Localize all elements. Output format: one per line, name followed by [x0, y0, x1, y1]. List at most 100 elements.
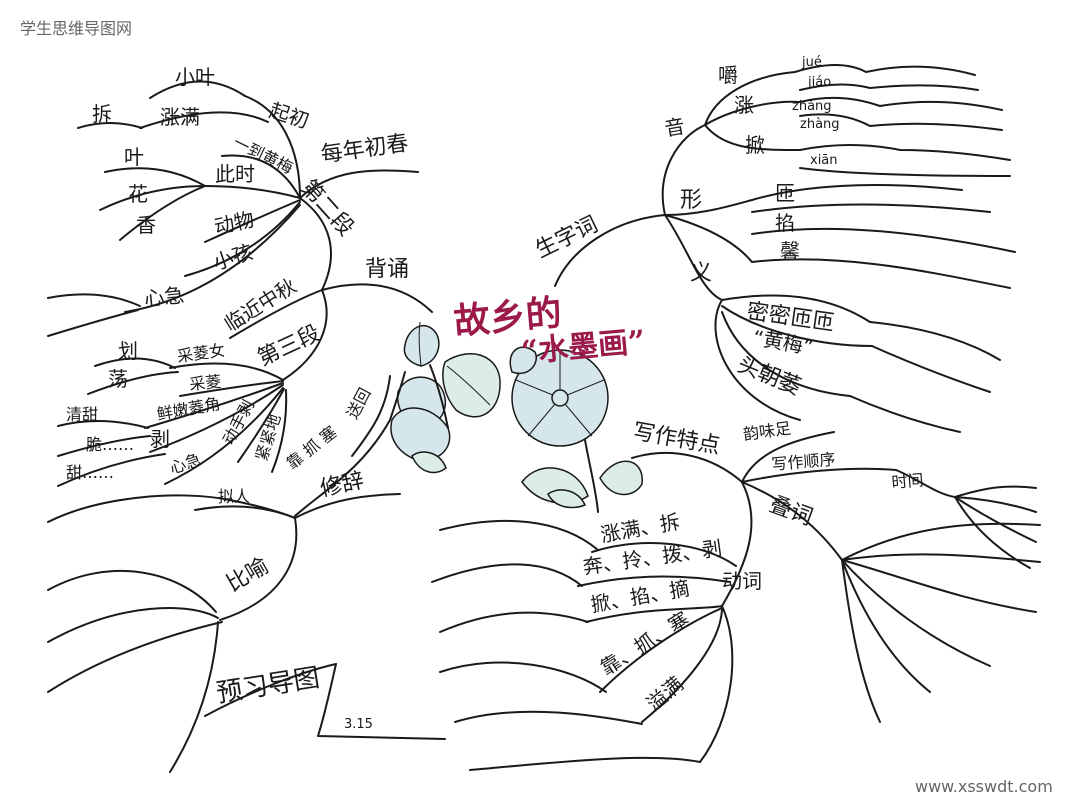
branch-line: [631, 452, 743, 483]
branch-line: [741, 481, 843, 561]
branch-line: [954, 496, 1037, 513]
node-char-xian: 掀: [745, 133, 765, 157]
left-branch-lines: [47, 80, 446, 773]
center-flower-drawing: [509, 346, 643, 513]
leaf: [547, 489, 587, 509]
branch-line: [57, 453, 166, 487]
node-form: 形: [680, 188, 702, 213]
branch-line: [439, 611, 589, 633]
node-order-time: 时间: [891, 470, 925, 492]
branch-line: [179, 380, 284, 397]
node-send-back: 送回: [343, 385, 375, 422]
branch-line: [119, 185, 206, 241]
node-lean-grab-stuff: 靠 抓 塞: [283, 422, 341, 473]
node-at-this-time: 此时: [215, 162, 255, 186]
branch-line: [799, 96, 1003, 111]
node-char-xin: 馨: [780, 239, 800, 263]
branch-line: [704, 71, 796, 126]
branch-line: [585, 605, 723, 623]
branch-line: [954, 485, 1037, 498]
branch-line: [221, 154, 301, 199]
branch-line: [229, 289, 323, 339]
node-verbs: 动词: [722, 569, 762, 593]
node-leaf: 叶: [124, 145, 144, 169]
footer-date: 3.15: [344, 717, 373, 732]
leaf-vein: [446, 365, 491, 406]
flower-stem: [429, 364, 449, 429]
branch-line: [954, 496, 1037, 543]
branch-line: [454, 710, 643, 725]
map-title-line1: 故乡的: [452, 292, 563, 343]
node-metaphor: 比喻: [223, 554, 274, 598]
node-fresh-caltrops: 鲜嫩菱角: [155, 394, 221, 424]
branch-line: [751, 203, 991, 213]
node-char-jue: 嚼: [718, 63, 738, 87]
left-flower-drawing: [390, 321, 501, 474]
branch-line: [57, 420, 149, 429]
node-recite: 背诵: [365, 257, 409, 282]
branch-line: [895, 469, 956, 498]
branch-line: [664, 199, 753, 216]
branch-line: [321, 283, 433, 313]
node-paragraph-3: 第三段: [254, 321, 324, 372]
node-picker-girls: 采菱女: [176, 340, 226, 365]
branch-line: [751, 184, 963, 201]
branch-line: [299, 197, 332, 291]
node-row: 划: [118, 339, 138, 363]
leaf: [442, 353, 501, 418]
branch-line: [714, 299, 801, 421]
branch-line: [184, 201, 301, 277]
flower-bud: [403, 324, 440, 367]
branch-line: [351, 375, 391, 457]
footer-map-title: 预习导图: [214, 663, 321, 709]
branch-line: [721, 294, 871, 323]
branch-line: [664, 214, 723, 301]
branch-line: [299, 169, 419, 199]
branch-line: [47, 293, 141, 307]
node-taste-sweet-fresh: 清甜: [66, 405, 98, 424]
node-anxious-2: 心急: [167, 450, 203, 478]
pinyin-jue: jué: [801, 55, 822, 70]
node-pronunciation: 音: [663, 114, 687, 141]
flower-center: [551, 389, 569, 407]
branch-line: [431, 563, 583, 587]
branch-line: [77, 122, 143, 129]
branch-line: [799, 144, 1011, 161]
branch-line: [841, 553, 1041, 563]
branch-line: [577, 575, 731, 587]
branch-line: [841, 559, 931, 693]
branch-line: [104, 167, 206, 187]
leaf: [599, 460, 643, 496]
small-bud: [509, 346, 537, 375]
flower-petal: [390, 407, 451, 461]
node-tightly: 紧紧地: [252, 412, 285, 464]
node-charm: 韵味足: [742, 418, 792, 443]
branch-line: [47, 621, 223, 693]
branch-line: [219, 517, 298, 621]
pinyin-zhang4: zhàng: [800, 117, 840, 132]
branch-line: [599, 607, 723, 693]
node-small-leaf: 小叶: [175, 65, 215, 89]
node-swell-full: 涨满: [160, 105, 200, 129]
branch-line: [741, 431, 835, 483]
branch-line: [704, 124, 801, 151]
verb-group-1: 涨满、拆: [599, 509, 682, 547]
branch-line: [841, 559, 1037, 613]
node-reduplication: 叠词: [766, 492, 816, 531]
branch-line: [47, 309, 139, 337]
node-early-spring: 每年初春: [319, 131, 410, 168]
branch-line: [871, 345, 991, 393]
branch-line: [841, 522, 1041, 561]
node-children: 小孩: [210, 240, 255, 275]
pinyin-zhang3: zhǎng: [792, 99, 832, 114]
branch-line: [169, 621, 219, 773]
branch-line: [204, 199, 301, 243]
node-char-za: 匝: [775, 181, 795, 205]
branch-line: [799, 113, 1003, 131]
node-taste-crisp: 脆……: [86, 435, 134, 454]
node-unfold: 拆: [92, 102, 112, 126]
branch-line: [591, 542, 737, 567]
bud-vein: [418, 321, 422, 367]
node-anxious: 心急: [143, 283, 185, 311]
